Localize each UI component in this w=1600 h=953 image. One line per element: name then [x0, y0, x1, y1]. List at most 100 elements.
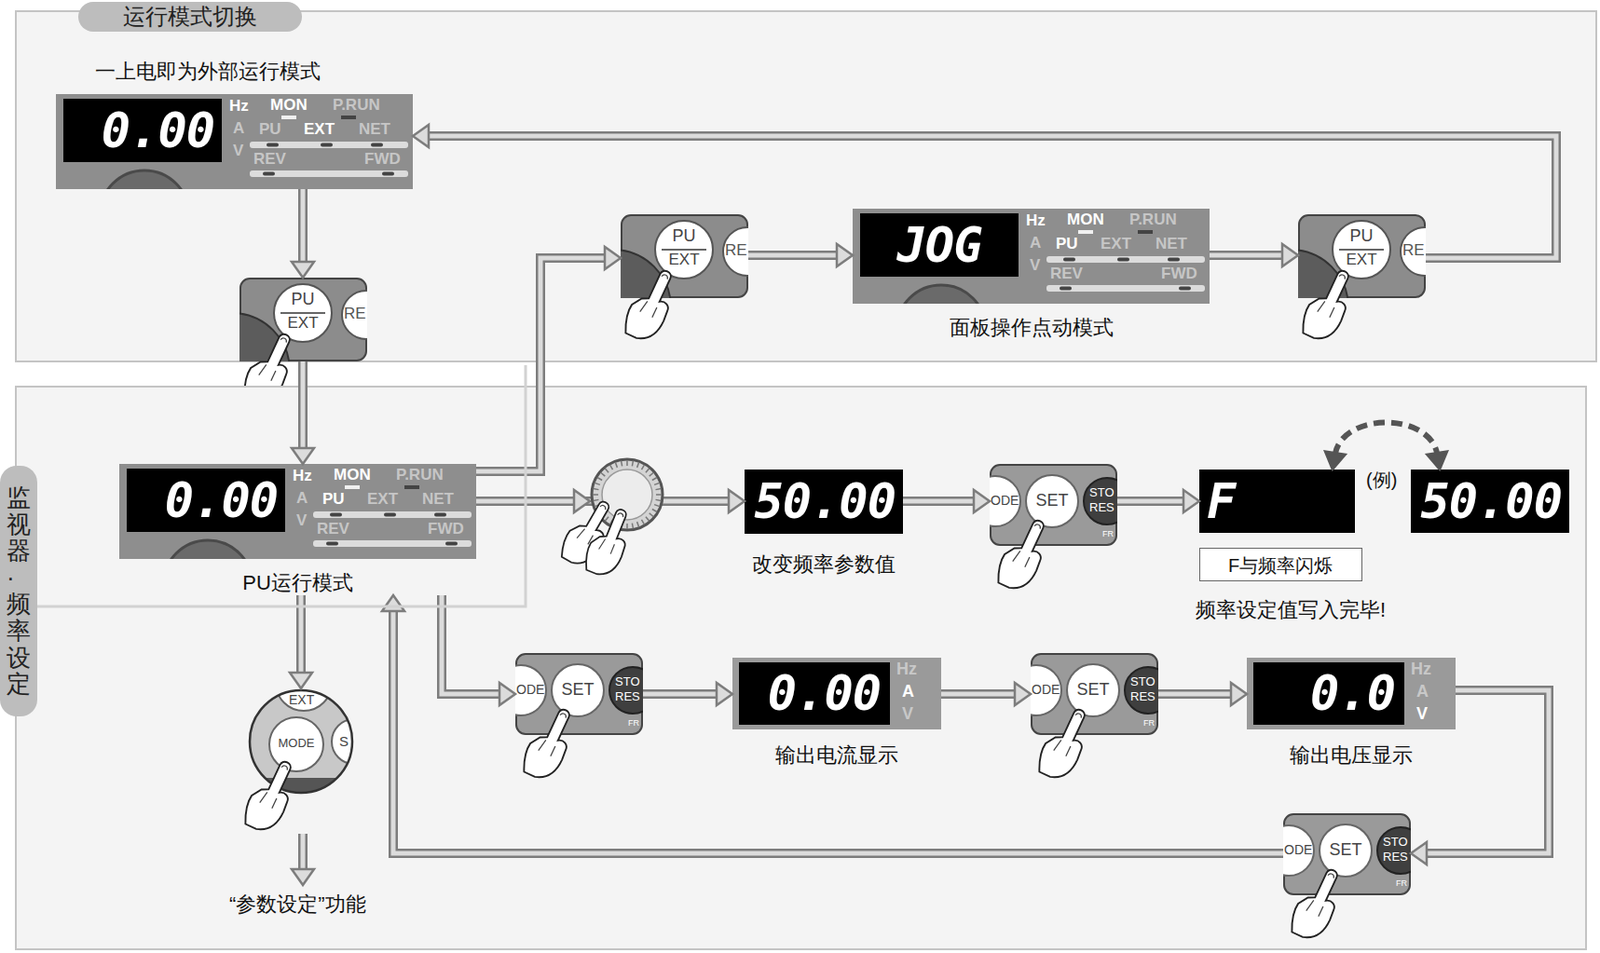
indicator-label: FWD: [364, 150, 401, 169]
key-label: EXT: [1333, 250, 1390, 270]
indicator-label: PU: [259, 120, 282, 139]
indicator-label: P.RUN: [396, 465, 444, 485]
indicator-label: V: [1416, 704, 1428, 725]
display-unit: 50.00: [1410, 469, 1570, 534]
note-label: 频率设定值写入完毕!: [1195, 596, 1386, 625]
indicator-label: V: [232, 141, 244, 161]
setting-dial: [556, 459, 663, 581]
indicator-label: EXT: [303, 120, 335, 139]
key-button: PU EXT RE: [1298, 214, 1426, 299]
key-label: SET: [1025, 491, 1079, 511]
pointing-hand: [1033, 702, 1097, 785]
flow-arrow: [1325, 423, 1448, 470]
pointing-hand: [239, 754, 303, 837]
indicator-label: Hz: [1025, 211, 1046, 231]
key-label: RE: [1402, 241, 1425, 260]
key-button: EXT MODE S: [247, 688, 355, 795]
key-label: STO: [1382, 834, 1409, 849]
indicator-label: FWD: [427, 519, 465, 539]
key-label: STO: [615, 674, 641, 689]
key-label: RE: [343, 304, 367, 324]
display-panel: 0.00HzAV: [732, 657, 942, 730]
indicator-label: EXT: [367, 490, 398, 509]
note-label: (例): [1366, 467, 1397, 493]
flow-arrow: [476, 246, 621, 472]
caption: 输出电压显示: [1246, 741, 1456, 770]
region-panel: 运行模式切换一上电即为外部运行模式0.00HzAVMONP.RUNPUEXTNE…: [14, 10, 1598, 363]
display-unit: JOGHzAVMONP.RUNPUEXTNETREVFWD面板操作点动模式: [852, 208, 1210, 341]
key-label: RES: [1130, 689, 1156, 704]
indicator-label: A: [232, 119, 245, 138]
indicator-label: V: [902, 704, 914, 725]
key-label: PU: [656, 226, 712, 247]
indicator-label: REV: [1050, 264, 1083, 284]
lcd-readout: JOG: [860, 213, 1019, 277]
lcd-readout: 50.00: [744, 469, 903, 534]
indicator-label: MON: [1066, 210, 1105, 230]
display-panel: 0.0HzAV: [1246, 657, 1456, 730]
indicator-label: REV: [316, 519, 350, 539]
key-label: SET: [551, 680, 604, 700]
key-label: PU: [1333, 226, 1390, 247]
display-unit: 0.00HzAVMONP.RUNPUEXTNETREVFWDPU运行模式: [119, 464, 477, 596]
key-label: SET: [1066, 680, 1120, 700]
key-button: ODE SET STORES FR: [515, 653, 643, 736]
indicator-label: A: [1416, 682, 1429, 702]
lcd-readout: 0.00: [63, 98, 222, 163]
caption: 一上电即为外部运行模式: [95, 57, 321, 86]
indicator-label: A: [902, 682, 915, 702]
key-label: FR: [1395, 878, 1408, 889]
key-label: RE: [724, 241, 748, 260]
indicator-label: MON: [270, 95, 308, 115]
key-label: PU: [274, 289, 331, 310]
key-label: ODE: [516, 682, 545, 698]
indicator-label: REV: [253, 150, 287, 169]
flow-arrow: [412, 124, 1557, 259]
indicator-label: Hz: [229, 96, 249, 116]
note-label: “参数设定”功能: [229, 890, 367, 919]
key-label: MODE: [268, 736, 325, 751]
key-label: ODE: [1284, 842, 1313, 858]
key-button: ODESETSTORESFR: [1283, 813, 1411, 896]
display-unit: 一上电即为外部运行模式0.00HzAVMONP.RUNPUEXTNETREVFW…: [55, 57, 413, 190]
key-label: ODE: [990, 492, 1019, 508]
flow-arrow-decor: [291, 834, 315, 886]
key-label: SET: [1319, 840, 1372, 861]
pointing-hand: [1297, 263, 1361, 346]
lcd-readout: F: [1199, 469, 1355, 534]
indicator-label: NET: [422, 490, 454, 509]
indicator-label: PU: [322, 490, 345, 509]
key-button: PU EXT RE: [239, 277, 368, 362]
indicator-label: FWD: [1161, 264, 1198, 284]
flow-arrow: [1410, 690, 1549, 865]
display-unit: F: [1199, 469, 1355, 534]
indicator-label: MON: [333, 465, 371, 485]
indicator-label: PU: [1055, 234, 1079, 254]
lcd-readout: 0.00: [126, 468, 286, 533]
flow-arrow: [642, 683, 733, 706]
key-label: RES: [615, 689, 641, 704]
display-panel: 0.00HzAVMONP.RUNPUEXTNETREVFWD: [55, 94, 413, 190]
lcd-readout: 0.00: [738, 662, 890, 725]
flow-arrow: [291, 189, 315, 278]
indicator-label: NET: [1155, 234, 1188, 254]
key-label: RES: [1089, 500, 1115, 515]
indicator-label: A: [296, 489, 308, 508]
key-label: EXT: [288, 692, 315, 708]
flow-arrow: [289, 595, 313, 689]
key-label: ODE: [1031, 682, 1060, 698]
caption: 面板操作点动模式: [852, 314, 1210, 342]
key-label: FR: [1143, 718, 1155, 728]
key-label: EXT: [274, 314, 331, 333]
key-label: S: [339, 733, 349, 750]
display-panel: 0.00HzAVMONP.RUNPUEXTNETREVFWD: [119, 464, 477, 560]
note-box: F与频率闪烁: [1199, 547, 1363, 582]
key-button: ODESETSTORESFR: [989, 464, 1118, 547]
panel-tab: 运行模式切换: [78, 1, 302, 32]
indicator-label: P.RUN: [332, 95, 381, 115]
key-label: FR: [1102, 529, 1114, 539]
indicator-label: V: [296, 511, 307, 531]
flow-arrow: [748, 244, 853, 267]
key-label: FR: [628, 718, 640, 728]
